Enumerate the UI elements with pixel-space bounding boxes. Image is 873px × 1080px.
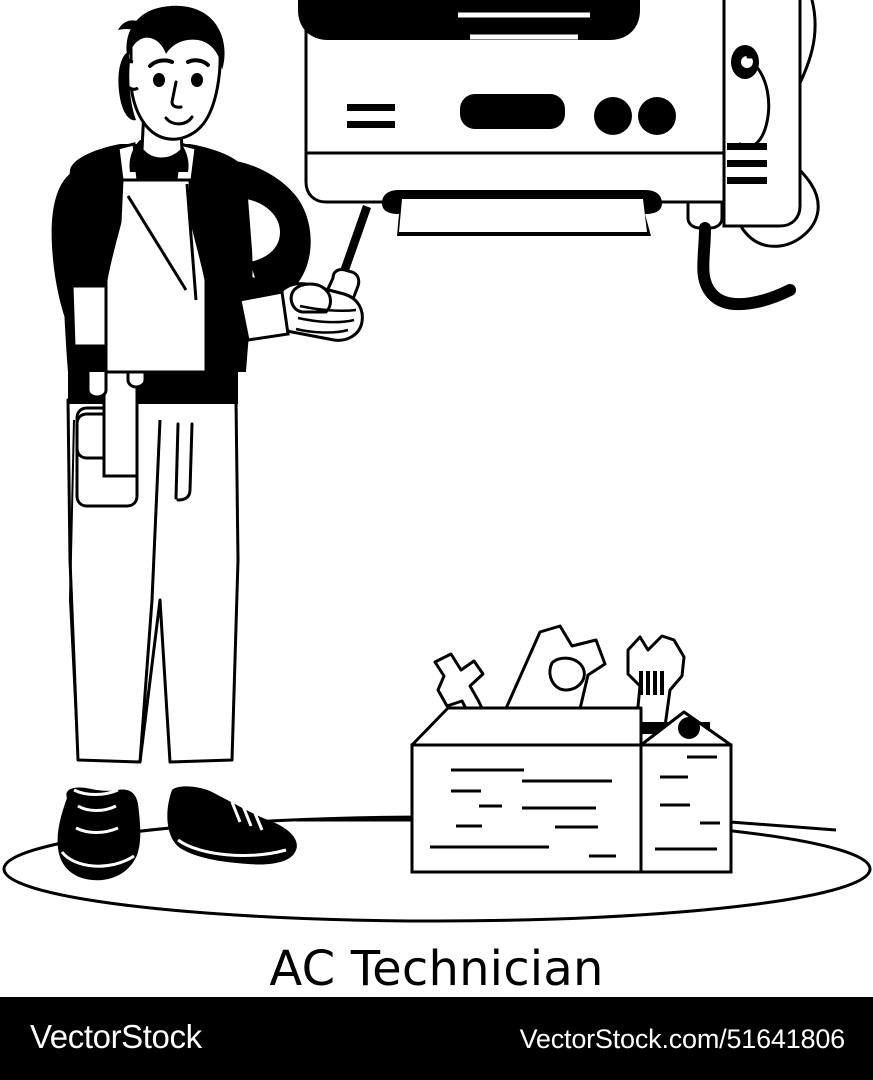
technician-shoes xyxy=(57,786,297,881)
page-title: AC Technician xyxy=(269,941,604,997)
technician-character xyxy=(51,5,371,881)
vectorstock-url-label: VectorStock.com/51641806 xyxy=(519,1024,846,1054)
technician-hand-with-screwdriver xyxy=(238,205,371,342)
air-conditioner-unit xyxy=(298,0,820,311)
toolbox-side-texture xyxy=(655,755,720,851)
technician-head xyxy=(118,5,225,141)
toolbox xyxy=(296,624,837,874)
vectorstock-brand-label: VectorStock xyxy=(30,1018,202,1055)
toolbox-front-texture xyxy=(430,768,616,858)
footer-bar xyxy=(0,997,873,1080)
